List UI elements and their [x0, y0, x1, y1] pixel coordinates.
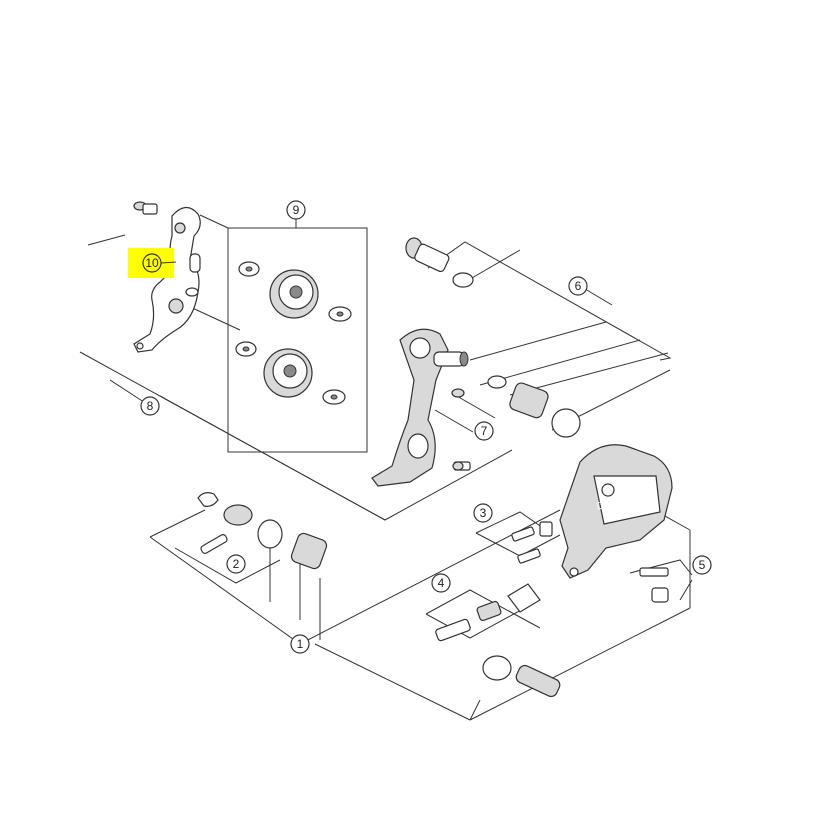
adjust-bolts — [435, 521, 669, 698]
callout-number: 6 — [575, 279, 582, 293]
derailleur-body: DURA-ACE — [559, 444, 673, 579]
callout-number: 2 — [233, 557, 240, 571]
callout-3: 3 — [473, 503, 493, 523]
b-tension-assembly — [197, 492, 328, 570]
callout-7: 7 — [474, 421, 494, 441]
callout-number: 3 — [480, 506, 487, 520]
callout-8: 8 — [140, 396, 160, 416]
callout-4: 4 — [431, 573, 451, 593]
inner-cage-plate — [133, 206, 201, 353]
callout-1: 1 — [290, 634, 310, 654]
pivot-axle — [433, 351, 471, 471]
callout-number: 10 — [145, 256, 159, 270]
cage-bolt — [133, 201, 158, 215]
b-axle-assembly — [405, 237, 581, 438]
callout-2: 2 — [226, 554, 246, 574]
callout-10: 10 — [128, 248, 177, 278]
callout-9: 9 — [286, 200, 306, 220]
callout-number: 1 — [297, 637, 304, 651]
outer-cage-plate — [371, 328, 449, 487]
callout-number: 9 — [293, 203, 300, 217]
callout-number: 4 — [438, 576, 445, 590]
pulley-set — [235, 261, 352, 405]
callout-5: 5 — [692, 555, 712, 575]
callout-6: 6 — [568, 276, 588, 296]
callout-number: 7 — [481, 424, 488, 438]
callout-number: 8 — [147, 399, 154, 413]
callout-number: 5 — [699, 558, 706, 572]
